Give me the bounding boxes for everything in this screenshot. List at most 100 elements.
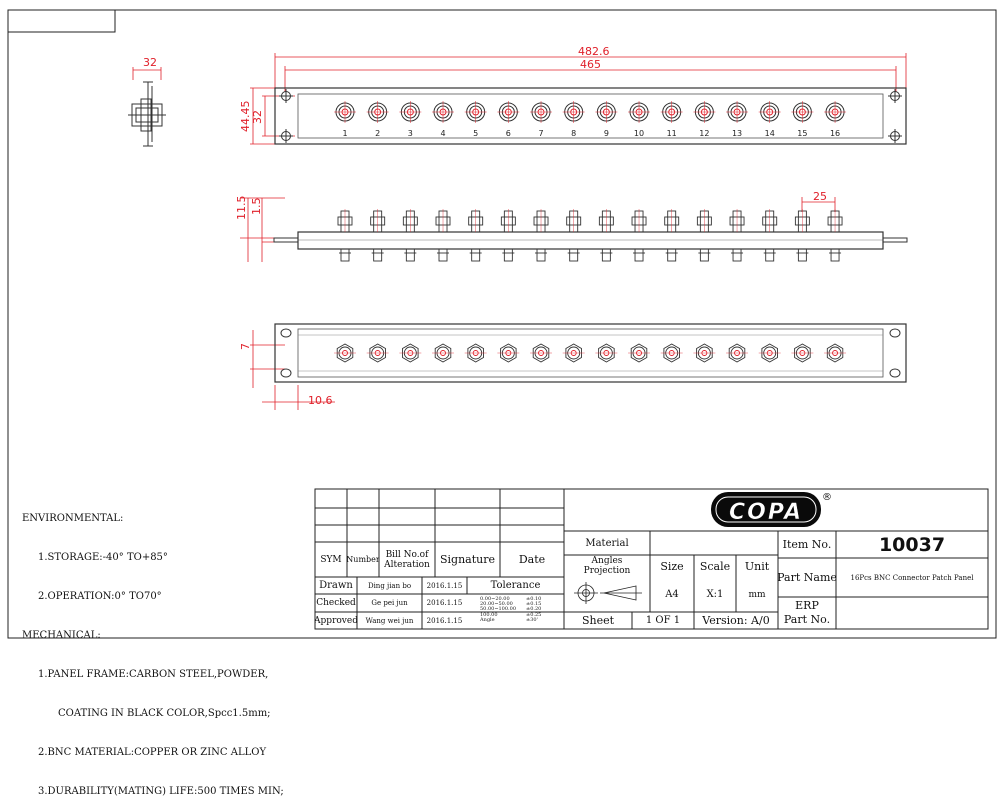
rear-bnc-nut	[660, 343, 683, 363]
top-bnc-connector	[630, 209, 649, 262]
top-bnc-connector	[597, 209, 616, 262]
front-bnc-port	[366, 101, 389, 123]
front-bnc-port	[758, 101, 781, 123]
sheet-border	[7, 9, 997, 639]
frame-note: 1.PANEL FRAME:CARBON STEEL,POWDER,	[38, 669, 269, 680]
projection-symbol	[574, 582, 642, 604]
rear-bnc-nut	[791, 343, 814, 363]
bill-header-line2: Alteration	[384, 559, 430, 570]
dim-bottom-height: 7	[239, 343, 252, 350]
top-bnc-connector	[434, 209, 453, 262]
dim-mounting-width: 465	[580, 58, 601, 71]
item-no-value: 10037	[878, 533, 946, 556]
dim-bottom-offset: 10.6	[308, 394, 333, 407]
copa-logo: COPA ®	[711, 492, 832, 527]
checked-by: Ge pei jun	[371, 599, 408, 607]
top-connectors	[336, 209, 845, 262]
dim-overall-width: 482.6	[578, 45, 610, 58]
front-bnc-port	[432, 101, 455, 123]
item-no-label: Item No.	[782, 538, 832, 551]
front-bnc-port	[824, 101, 847, 123]
front-bnc-port	[497, 101, 520, 123]
part-name-label: Part Name	[778, 571, 836, 584]
dim-height-total: 44.45	[239, 101, 252, 133]
rear-bnc-nut	[824, 343, 847, 363]
dim-height-inner: 32	[251, 110, 264, 124]
operation-note: 2.OPERATION:0° TO70°	[38, 591, 162, 602]
top-view	[240, 197, 908, 262]
port-number-label: 14	[765, 129, 775, 138]
rear-bnc-nut	[595, 343, 618, 363]
projection-label: Projection	[583, 566, 631, 576]
checked-date: 2016.1.15	[426, 599, 463, 607]
approved-by: Wang wei jun	[365, 616, 414, 625]
storage-note: 1.STORAGE:-40° TO+85°	[38, 552, 168, 563]
top-bnc-connector	[793, 209, 812, 262]
top-bnc-connector	[760, 209, 779, 262]
frame-note-cont: COATING IN BLACK COLOR,Spcc1.5mm;	[58, 708, 271, 719]
top-bnc-connector	[728, 209, 747, 262]
port-number-label: 13	[732, 129, 742, 138]
tolerance-header: Tolerance	[490, 580, 541, 591]
env-title: ENVIRONMENTAL:	[22, 513, 124, 524]
erp-label: ERP	[795, 599, 819, 612]
dim-side-depth: 32	[143, 56, 157, 69]
front-bnc-port	[595, 101, 618, 123]
version-value: Version: A/0	[702, 614, 770, 627]
rear-bnc-nut	[334, 343, 356, 363]
front-bnc-port	[464, 101, 487, 123]
drawn-label: Drawn	[319, 580, 353, 591]
port-number-label: 9	[604, 129, 609, 138]
top-bnc-connector	[532, 209, 551, 262]
bill-header-line1: Bill No.of	[385, 549, 429, 560]
rear-bnc-nut	[464, 343, 487, 363]
notes-block: ENVIRONMENTAL: 1.STORAGE:-40° TO+85° 2.O…	[22, 486, 284, 811]
angles-projection-label: Angles Projection	[564, 555, 650, 577]
top-bnc-connector	[499, 209, 518, 262]
top-bnc-connector	[368, 209, 387, 262]
side-profile-view	[128, 67, 166, 147]
sym-header: SYM	[320, 554, 342, 565]
dim-side-height-outer: 11.5	[235, 196, 248, 221]
top-bnc-connector	[826, 209, 845, 262]
dim-side-height-inner: 1.5	[250, 198, 263, 216]
rear-bnc-nut	[628, 343, 651, 363]
sheet-value: 1 OF 1	[645, 615, 681, 626]
number-header: Number	[347, 555, 379, 564]
rear-bnc-nut	[562, 343, 585, 363]
signature-header: Signature	[439, 553, 495, 566]
front-bnc-port	[562, 101, 585, 123]
front-bnc-port	[628, 101, 651, 123]
bill-header: Bill No.of Alteration	[379, 542, 435, 577]
rear-connectors	[334, 343, 847, 363]
mech-title: MECHANICAL:	[22, 630, 101, 641]
port-number-label: 15	[797, 129, 807, 138]
title-block-grid	[314, 488, 989, 630]
rear-bnc-nut	[366, 343, 389, 363]
rear-bnc-nut	[758, 343, 781, 363]
rear-bnc-nut	[432, 343, 455, 363]
registered-mark: ®	[822, 492, 832, 503]
corner-label-box	[7, 9, 116, 33]
angles-label: Angles	[591, 556, 623, 566]
top-bnc-connector	[695, 209, 714, 262]
port-number-label: 8	[571, 129, 576, 138]
approved-date: 2016.1.15	[426, 616, 463, 625]
material-label: Material	[585, 537, 629, 549]
port-number-label: 12	[699, 129, 709, 138]
scale-label: Scale	[699, 559, 731, 573]
approved-label: Approved	[315, 615, 357, 626]
rear-view	[250, 323, 907, 410]
durability-note: 3.DURABILITY(MATING) LIFE:500 TIMES MIN;	[38, 786, 284, 797]
rear-bnc-nut	[497, 343, 520, 363]
size-label: Size	[660, 559, 684, 573]
front-bnc-port	[399, 101, 422, 123]
front-bnc-port	[726, 101, 749, 123]
port-number-label: 1	[342, 129, 347, 138]
tolerance-values: ±0.10 ±0.15 ±0.20 ±0.25 ±30'	[526, 596, 542, 623]
port-number-label: 16	[830, 129, 840, 138]
front-bnc-port	[530, 101, 553, 123]
port-number-label: 5	[473, 129, 478, 138]
